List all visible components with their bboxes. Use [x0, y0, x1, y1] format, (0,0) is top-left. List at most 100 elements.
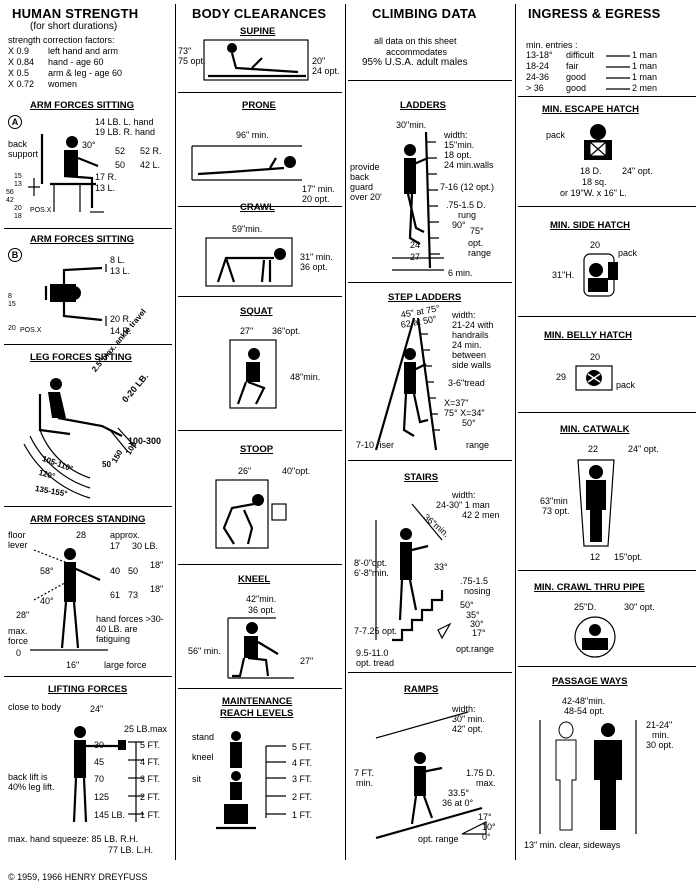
ramps-width-1: 30" min.: [452, 714, 485, 724]
dim-28-b: 28": [16, 610, 30, 620]
squat-dim-48: 48"min.: [290, 372, 321, 382]
stairs-figure: [375, 503, 452, 642]
ramps-width-label: width:: [452, 704, 476, 714]
value-17r: 17 R.: [95, 172, 117, 182]
left-num-20: 20: [14, 205, 22, 212]
copyright: © 1959, 1966 HENRY DREYFUSS: [8, 872, 148, 882]
section-title-reach-levels: REACH LEVELS: [220, 708, 294, 719]
value-61: 61: [110, 590, 121, 600]
step-ladder-figure: [374, 317, 440, 451]
ramps-angle-17: 17°: [478, 812, 492, 822]
entry-3-men: 1 man: [632, 72, 658, 82]
passage-dim-42: 42-48"min.: [562, 696, 606, 706]
step-width-5: side walls: [452, 360, 492, 370]
back-support-label: back support: [8, 139, 39, 159]
stairs-angle-35: 35°: [466, 610, 480, 620]
step-x1: X=37": [444, 398, 469, 408]
passage-dim-48: 48-54 opt.: [564, 706, 605, 716]
section-title-arm-forces-standing: ARM FORCES STANDING: [30, 514, 146, 525]
squat-dim-27: 27": [240, 326, 254, 336]
ladder-angle-90: 90°: [452, 220, 466, 230]
ladder-back: back: [350, 172, 370, 182]
squat-dim-36: 36"opt.: [272, 326, 301, 336]
passage-dim-21: 21-24": [646, 720, 673, 730]
hand-squeeze-label-lh: 77 LB. L.H.: [108, 845, 154, 855]
section-divider: [4, 506, 172, 507]
hand-forces-label: hand forces >30-40 LB. are fatiguing: [96, 614, 164, 644]
section-title-arm-forces-sitting-b: ARM FORCES SITTING: [30, 234, 134, 245]
kneel-dim-56: 56" min.: [188, 646, 221, 656]
ladder-7-16: 7-16 (12 opt.): [440, 182, 495, 192]
value-73: 73: [128, 590, 139, 600]
ramps-width-2: 42" opt.: [452, 724, 483, 734]
stairs-width-1: 24-30" 1 man: [436, 500, 490, 510]
section-title-prone: PRONE: [242, 100, 276, 111]
min-entries-label: min. entries :: [526, 40, 578, 50]
belly-dim-29: 29: [556, 372, 567, 382]
column-divider: [175, 4, 176, 860]
stairs-nosing: .75-1.5: [460, 576, 489, 586]
catwalk-dim-15: 15"opt.: [614, 552, 643, 562]
left-num-15: 15: [14, 173, 22, 180]
section-divider: [518, 206, 696, 207]
entry-1-men: 1 man: [632, 50, 658, 60]
column-title-ingress-egress: INGRESS & EGRESS: [528, 6, 661, 21]
side-pack: pack: [618, 248, 638, 258]
entry-4-rating: good: [566, 83, 587, 93]
left-num-56: 56: [6, 189, 14, 196]
section-divider: [518, 316, 696, 317]
approx-label: approx.: [110, 530, 141, 540]
climbing-intro-3: 95% U.S.A. adult males: [362, 57, 468, 68]
section-title-maintenance: MAINTENANCE: [222, 696, 293, 707]
ladder-rung-dim: .75-1.5 D.: [446, 200, 486, 210]
reach-level-3ft: 3 FT.: [292, 774, 313, 784]
reach-level-5ft: 5 FT.: [292, 742, 313, 752]
left-num-18: 18: [14, 213, 22, 220]
supine-dim-73: 73": [178, 46, 192, 56]
section-title-crawl: CRAWL: [240, 202, 275, 213]
entry-4-range: > 36: [526, 83, 544, 93]
passage-clear: 13" min. clear, sideways: [524, 840, 621, 850]
column-title-human-strength: HUMAN STRENGTH: [12, 6, 139, 21]
step-tread: 3-6"tread: [448, 378, 485, 388]
ladder-width-18: 18 opt.: [444, 150, 472, 160]
value-42l: 42 L.: [140, 160, 161, 170]
factor-3-label: arm & leg - age 60: [48, 68, 123, 78]
crawl-dim-31: 31" min.: [300, 252, 333, 262]
lift-row-2-ft: 4 FT.: [140, 757, 161, 767]
factor-4-label: women: [48, 79, 78, 89]
prone-figure: [191, 145, 302, 181]
floor-lever-label: floor lever: [8, 530, 28, 550]
entry-1-range: 13-18°: [526, 50, 553, 60]
entry-2-rating: fair: [566, 61, 579, 71]
column-subtitle-human-strength: (for short durations): [30, 21, 118, 32]
entry-3-rating: good: [566, 72, 587, 82]
catwalk-dim-63: 63"min: [540, 496, 568, 506]
left-num-20-b: 20: [8, 325, 16, 332]
lift-row-1-ft: 5 FT.: [140, 740, 161, 750]
ladder-opt: opt.: [468, 238, 484, 248]
left-num-15-b: 15: [8, 301, 16, 308]
value-50: 50: [115, 160, 126, 170]
max-25lb: 25 LB.max: [124, 724, 168, 734]
ladder-rung-label: rung: [458, 210, 477, 220]
hand-l-label: 14 LB. L. hand: [95, 117, 154, 127]
crawl-figure: [205, 237, 293, 287]
step-x3: 50°: [462, 418, 476, 428]
entry-4-men: 2 men: [632, 83, 658, 93]
ramps-angle-10: 10°: [482, 822, 496, 832]
supine-dim-20: 20": [312, 56, 326, 66]
catwalk-dim-22: 22: [588, 444, 599, 454]
angle-40: 40°: [40, 596, 54, 606]
dim-24-lifting: 24": [90, 704, 104, 714]
angle-58: 58°: [40, 566, 54, 576]
prone-dim-96: 96" min.: [236, 130, 269, 140]
section-title-belly-hatch: MIN. BELLY HATCH: [544, 330, 632, 341]
angle-30-label: 30°: [82, 140, 96, 150]
supine-dim-75: 75 opt.: [178, 56, 206, 66]
kneel-dim-36: 36 opt.: [248, 605, 276, 615]
entry-1-rating: difficult: [566, 50, 594, 60]
stairs-range: opt.range: [456, 644, 495, 654]
section-title-side-hatch: MIN. SIDE HATCH: [550, 220, 631, 231]
ramps-min: min.: [356, 778, 374, 788]
